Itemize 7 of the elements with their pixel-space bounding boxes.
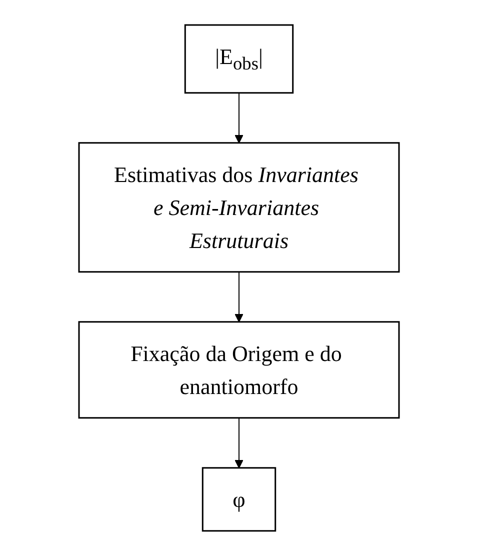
node-box: Estimativas dos Invariantes e Semi-Invariantes Estruturais [78,142,400,273]
node-box: Fixação da Origem e do enantiomorfo [78,321,400,419]
node-box: φ [201,467,276,532]
node-box: |E$_{obs}$| [184,24,294,94]
arrow [234,271,243,322]
arrow [234,92,243,144]
arrow [234,417,243,468]
